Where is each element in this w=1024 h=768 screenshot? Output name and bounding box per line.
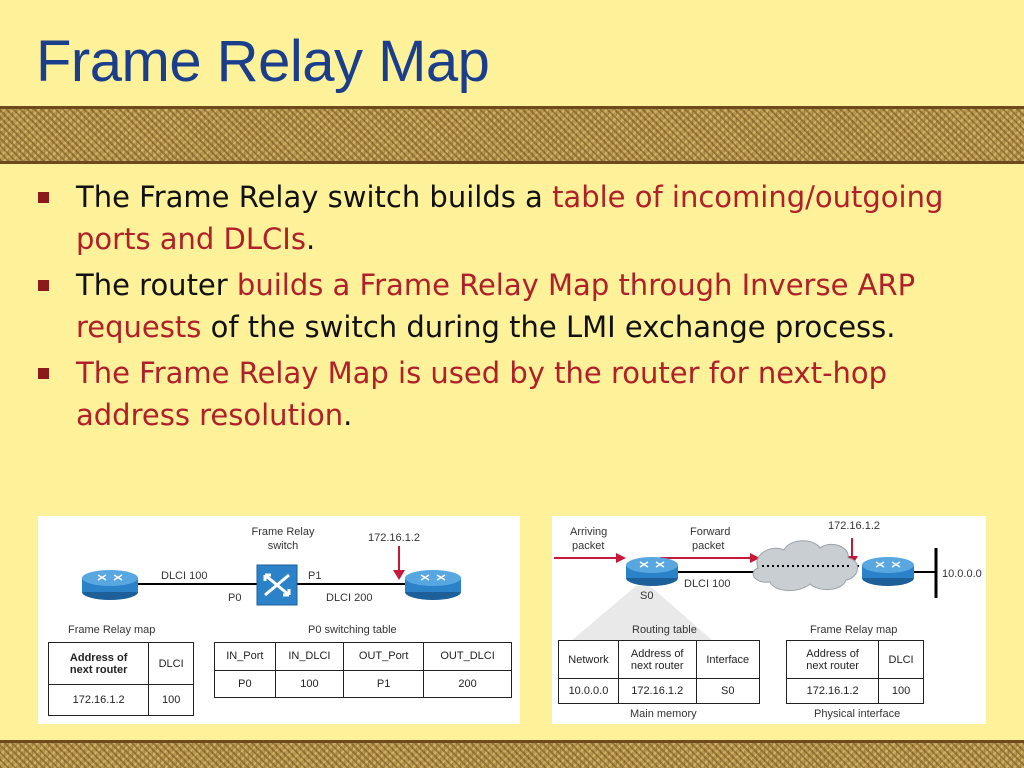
bullet-square-icon: [38, 280, 49, 291]
bullet-item: The router builds a Frame Relay Map thro…: [38, 264, 998, 348]
bullet-square-icon: [38, 192, 49, 203]
bullet-list: The Frame Relay switch builds a table of…: [38, 176, 998, 440]
dlci-label: DLCI 100: [161, 570, 208, 582]
switching-table-caption: P0 switching table: [308, 624, 397, 636]
decorative-band-bottom: [0, 740, 1024, 768]
routing-table-caption: Routing table: [632, 624, 697, 636]
bullet-item: The Frame Relay Map is used by the route…: [38, 352, 998, 436]
router-icon: [862, 557, 914, 586]
frame-relay-map-caption: Frame Relay map: [810, 624, 898, 636]
router-diagram-lines: [554, 538, 938, 640]
interface-label: S0: [640, 590, 654, 602]
ip-label: 172.16.1.2: [828, 520, 880, 532]
arriving-label: packet: [572, 540, 605, 552]
forward-label: packet: [692, 540, 725, 552]
physical-interface-caption: Physical interface: [814, 708, 901, 720]
router-icon: [405, 570, 461, 600]
frame-relay-switch-icon: [256, 564, 298, 606]
dlci-label: DLCI 100: [684, 578, 731, 590]
port-label: P1: [308, 570, 322, 582]
router-diagram-panel: Arriving packet Forward packet 172.16.1.…: [552, 516, 986, 724]
arriving-label: Arriving: [570, 526, 608, 538]
decorative-band-top: [0, 106, 1024, 164]
switch-diagram-panel: Frame Relay switch 172.16.1.2 DLCI 100 P…: [38, 516, 520, 724]
switch-label: Frame Relay: [251, 526, 315, 538]
bullet-item: The Frame Relay switch builds a table of…: [38, 176, 998, 260]
dlci-label: DLCI 200: [326, 592, 373, 604]
main-memory-caption: Main memory: [630, 708, 697, 720]
bullet-square-icon: [38, 368, 49, 379]
ip-label: 172.16.1.2: [368, 532, 420, 544]
network-label: 10.0.0.0: [942, 568, 982, 580]
router-icon: [82, 570, 138, 600]
slide-title: Frame Relay Map: [36, 29, 490, 94]
forward-label: Forward: [690, 526, 731, 538]
map-caption: Frame Relay map: [68, 624, 156, 636]
switching-table: IN_Port IN_DLCI OUT_Port OUT_DLCI P0 100…: [214, 642, 512, 698]
router-icon: [626, 557, 678, 586]
port-label: P0: [228, 592, 242, 604]
switch-label: switch: [267, 540, 299, 552]
